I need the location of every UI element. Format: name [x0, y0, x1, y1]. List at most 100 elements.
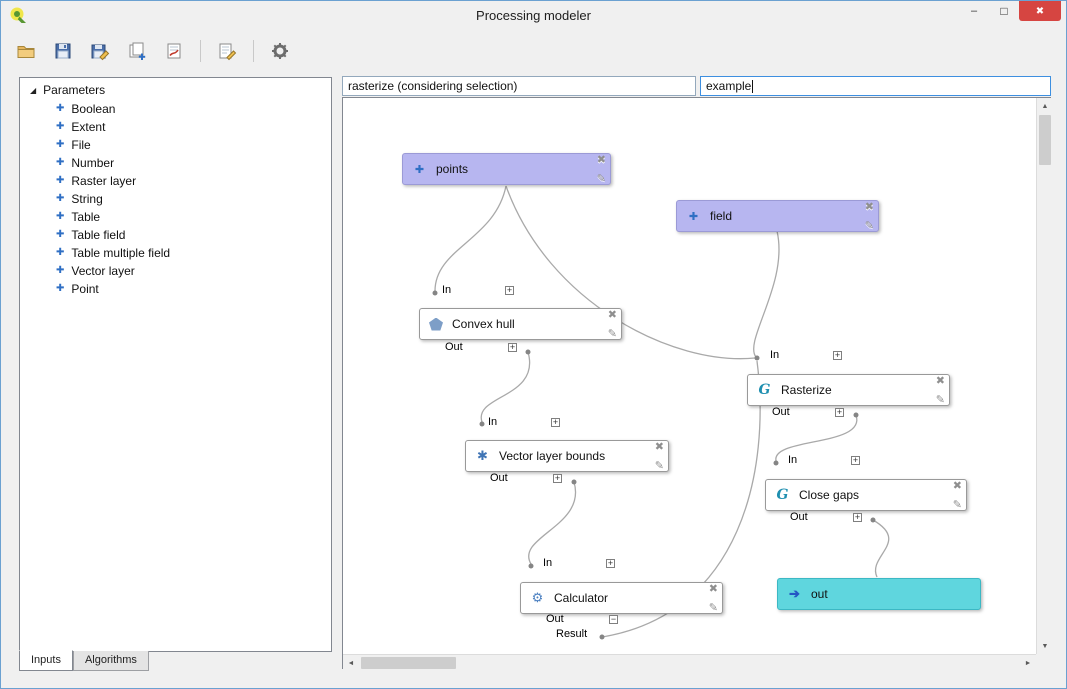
node-label: Vector layer bounds [499, 449, 606, 463]
minimize-button[interactable]: – [970, 5, 978, 17]
parameter-item-vector-layer[interactable]: ✚ Vector layer [20, 262, 331, 280]
expand-params-icon[interactable]: + [606, 557, 615, 568]
port-in-rasterize: In + [770, 349, 842, 361]
expand-params-icon[interactable]: + [833, 349, 842, 360]
port-label: Out [790, 511, 808, 523]
delete-node-icon[interactable]: ✖ [708, 583, 718, 595]
connection-rasterize-to-close-gaps [775, 414, 858, 462]
edit-node-icon[interactable]: ✎ [952, 499, 962, 511]
window-controls: – □ ✖ [959, 1, 1061, 21]
calculator-icon: ⚙ [531, 590, 544, 605]
scroll-right-icon[interactable]: ► [1020, 655, 1036, 671]
open-model-button[interactable] [11, 36, 41, 66]
parameter-item-label: Table [71, 210, 101, 224]
port-result-calculator: Result [556, 628, 587, 640]
parameter-item-point[interactable]: ✚ Point [20, 280, 331, 298]
port-label: In [770, 349, 780, 361]
maximize-button[interactable]: □ [1000, 4, 1008, 18]
scrollbar-corner [1036, 654, 1052, 670]
edit-node-icon[interactable]: ✎ [596, 173, 606, 185]
connection-convex-hull-to-vector-layer-bounds [480, 351, 531, 423]
expand-outputs-icon[interactable]: + [835, 406, 844, 417]
add-parameter-icon: ✚ [56, 157, 65, 168]
tab-inputs[interactable]: Inputs [19, 650, 73, 671]
parameter-item-table[interactable]: ✚ Table [20, 208, 331, 226]
model-group-value: example [706, 79, 752, 93]
export-as-script-button[interactable] [159, 36, 189, 66]
edit-node-icon[interactable]: ✎ [654, 460, 664, 472]
text-caret [752, 80, 754, 93]
model-canvas[interactable]: ✚ points ✖ ✎ ✚ field ✖ ✎ In + Convex hul… [342, 97, 1053, 671]
vertical-scrollbar[interactable]: ▲ ▼ [1036, 98, 1053, 654]
delete-node-icon[interactable]: ✖ [607, 309, 617, 321]
tab-algorithms[interactable]: Algorithms [72, 651, 149, 671]
port-label: Out [445, 341, 463, 353]
connection-close-gaps-to-out [872, 519, 890, 578]
parameter-item-file[interactable]: ✚ File [20, 136, 331, 154]
node-vector-layer-bounds[interactable]: ✱ Vector layer bounds ✖ ✎ [465, 440, 669, 472]
edit-node-icon[interactable]: ✎ [607, 328, 617, 340]
edit-node-icon[interactable]: ✎ [864, 220, 874, 232]
node-input-field[interactable]: ✚ field ✖ ✎ [676, 200, 879, 232]
parameter-item-raster-layer[interactable]: ✚ Raster layer [20, 172, 331, 190]
expand-params-icon[interactable]: + [551, 416, 560, 427]
titlebar: Processing modeler – □ ✖ [1, 1, 1066, 29]
parameter-item-table-multiple-field[interactable]: ✚ Table multiple field [20, 244, 331, 262]
edit-node-icon[interactable]: ✎ [935, 394, 945, 406]
delete-node-icon[interactable]: ✖ [654, 441, 664, 453]
output-arrow-icon: ➔ [789, 586, 800, 601]
collapse-outputs-icon[interactable]: − [609, 613, 618, 624]
scroll-up-icon[interactable]: ▲ [1037, 98, 1053, 114]
tree-root-parameters[interactable]: ◢ Parameters [20, 78, 331, 100]
run-model-button[interactable] [265, 36, 295, 66]
close-button[interactable]: ✖ [1019, 1, 1061, 21]
horizontal-scrollbar-thumb[interactable] [361, 657, 456, 669]
parameter-item-label: String [71, 192, 103, 206]
parameter-item-boolean[interactable]: ✚ Boolean [20, 100, 331, 118]
run-model-icon [272, 43, 288, 59]
delete-node-icon[interactable]: ✖ [952, 480, 962, 492]
scroll-left-icon[interactable]: ◄ [343, 655, 359, 671]
parameter-item-extent[interactable]: ✚ Extent [20, 118, 331, 136]
expand-outputs-icon[interactable]: + [508, 341, 517, 352]
parameters-panel: ◢ Parameters ✚ Boolean ✚ Extent ✚ File ✚… [19, 77, 332, 652]
expand-outputs-icon[interactable]: + [853, 511, 862, 522]
parameter-item-number[interactable]: ✚ Number [20, 154, 331, 172]
edit-node-icon[interactable]: ✎ [708, 602, 718, 614]
save-model-button[interactable] [48, 36, 78, 66]
add-parameter-icon: ✚ [56, 121, 65, 132]
port-label: Out [546, 613, 564, 625]
node-output-out[interactable]: ➔ out [777, 578, 981, 610]
delete-node-icon[interactable]: ✖ [864, 201, 874, 213]
add-parameter-icon: ✚ [56, 103, 65, 114]
node-close-gaps[interactable]: G Close gaps ✖ ✎ [765, 479, 967, 511]
expand-params-icon[interactable]: + [851, 454, 860, 465]
scroll-down-icon[interactable]: ▼ [1037, 638, 1053, 654]
vertical-scrollbar-thumb[interactable] [1039, 115, 1051, 165]
save-model-icon [55, 43, 71, 59]
port-out-calculator: Out − [546, 613, 618, 625]
expand-params-icon[interactable]: + [505, 284, 514, 295]
connection-field-to-rasterize [753, 230, 780, 358]
parameter-item-string[interactable]: ✚ String [20, 190, 331, 208]
parameter-item-table-field[interactable]: ✚ Table field [20, 226, 331, 244]
delete-node-icon[interactable]: ✖ [596, 154, 606, 166]
node-input-points[interactable]: ✚ points ✖ ✎ [402, 153, 611, 185]
node-label: Close gaps [799, 488, 860, 502]
tree-expanded-icon[interactable]: ◢ [30, 85, 37, 95]
node-calculator[interactable]: ⚙ Calculator ✖ ✎ [520, 582, 723, 614]
node-convex-hull[interactable]: Convex hull ✖ ✎ [419, 308, 622, 340]
node-label: field [710, 209, 733, 223]
edit-model-help-button[interactable] [212, 36, 242, 66]
parameter-item-label: Raster layer [71, 174, 137, 188]
save-model-as-button[interactable] [85, 36, 115, 66]
expand-outputs-icon[interactable]: + [553, 472, 562, 483]
model-group-input[interactable]: example [700, 76, 1051, 96]
port-in-close-gaps: In + [788, 454, 860, 466]
horizontal-scrollbar[interactable]: ◄ ► [343, 654, 1036, 671]
delete-node-icon[interactable]: ✖ [935, 375, 945, 387]
node-rasterize[interactable]: G Rasterize ✖ ✎ [747, 374, 950, 406]
model-name-input[interactable]: rasterize (considering selection) [342, 76, 696, 96]
model-name-value: rasterize (considering selection) [348, 79, 518, 93]
export-as-image-button[interactable] [122, 36, 152, 66]
